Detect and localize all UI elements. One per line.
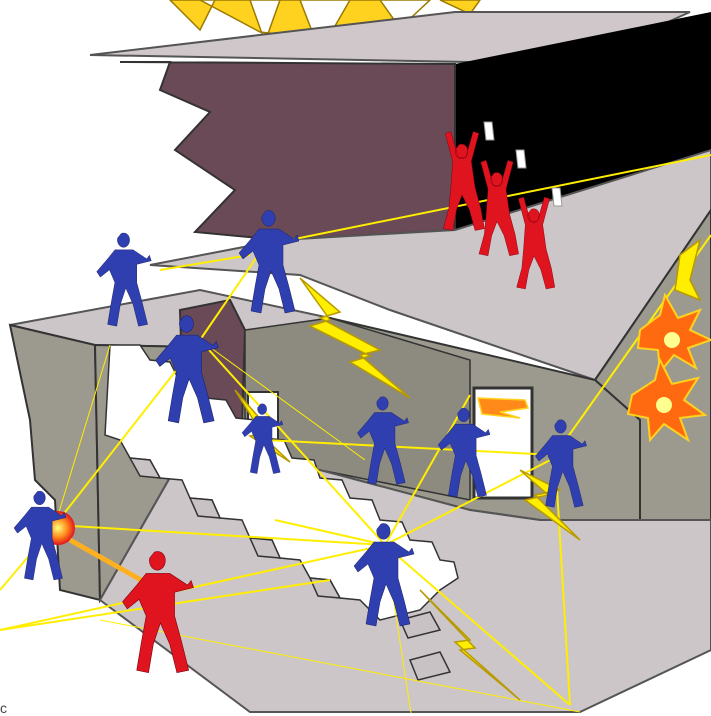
broken-back-wall <box>120 62 455 240</box>
corner-mark: c <box>0 700 7 716</box>
